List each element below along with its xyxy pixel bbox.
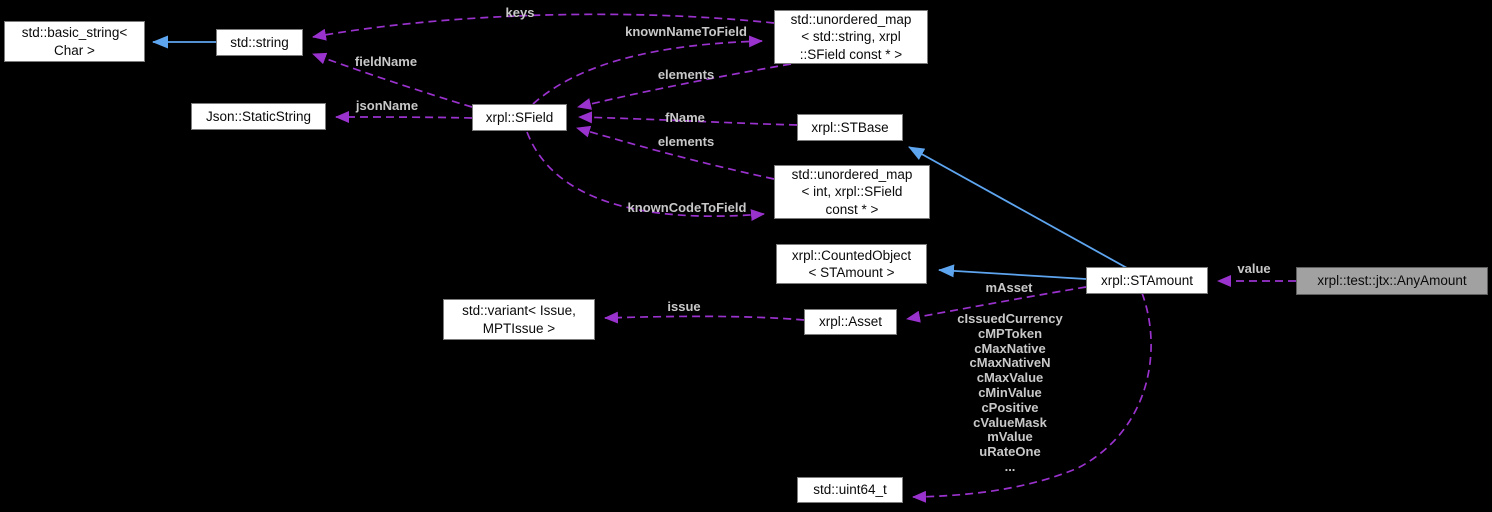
edge-label-elements-name-map: elements <box>657 67 715 82</box>
node-std-uint64-t[interactable]: std::uint64_t <box>797 477 903 503</box>
edge-known-code-to-field <box>526 131 765 222</box>
edge-issue <box>604 311 805 324</box>
edge-elements-code-map <box>576 125 775 180</box>
edge-keys <box>312 13 775 41</box>
node-json-static-string[interactable]: Json::StaticString <box>191 103 326 130</box>
node-xrpl-sfield[interactable]: xrpl::SField <box>472 104 567 131</box>
node-xrpl-stamount[interactable]: xrpl::STAmount <box>1086 267 1208 294</box>
edge-label-field-name: fieldName <box>354 54 418 69</box>
edge-label-stamount-member-list: cIssuedCurrency cMPToken cMaxNative cMax… <box>957 311 1063 474</box>
node-std-variant-issue-mptissue[interactable]: std::variant< Issue, MPTIssue > <box>443 299 595 340</box>
edge-stamount-inherits-stbase <box>908 146 1128 269</box>
edge-label-json-name: jsonName <box>355 98 419 113</box>
node-xrpl-test-jtx-anyamount: xrpl::test::jtx::AnyAmount <box>1296 267 1488 295</box>
edge-label-known-code-to-field: knownCodeToField <box>627 200 747 215</box>
edge-label-known-name-to-field: knownNameToField <box>625 24 747 39</box>
edge-label-value: value <box>1237 261 1271 276</box>
node-xrpl-stbase[interactable]: xrpl::STBase <box>797 114 903 141</box>
node-unordered-map-string-sfield[interactable]: std::unordered_map < std::string, xrpl :… <box>774 10 928 64</box>
node-unordered-map-int-sfield[interactable]: std::unordered_map < int, xrpl::SField c… <box>774 165 930 219</box>
edge-masset <box>906 286 1087 323</box>
node-xrpl-counted-object[interactable]: xrpl::CountedObject < STAmount > <box>776 244 927 284</box>
edge-known-name-to-field <box>532 35 763 105</box>
edge-stamount-inherits-counted-object <box>938 264 1087 280</box>
edge-label-issue: issue <box>667 299 701 314</box>
node-xrpl-asset[interactable]: xrpl::Asset <box>804 309 897 335</box>
edge-fname <box>578 111 798 126</box>
edge-label-keys: keys <box>505 5 535 20</box>
edge-stamount-members-uint64 <box>912 292 1152 503</box>
edge-elements-name-map <box>577 63 792 110</box>
node-std-basic-string[interactable]: std::basic_string< Char > <box>4 21 145 62</box>
edge-field-name <box>312 52 473 108</box>
edge-label-fname: fName <box>665 110 705 125</box>
edge-label-masset: mAsset <box>985 280 1033 295</box>
edge-json-name <box>335 111 473 124</box>
node-std-string[interactable]: std::string <box>216 29 303 56</box>
edge-label-elements-code-map: elements <box>657 134 715 149</box>
